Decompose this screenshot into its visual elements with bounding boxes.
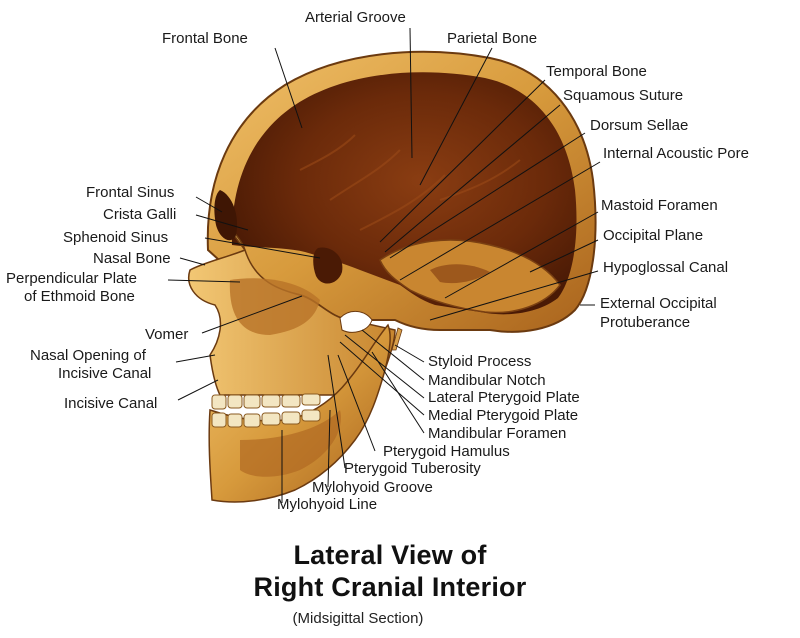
labels: Frontal Bone Arterial Groove Parietal Bo… — [6, 9, 749, 513]
label-hypoglossal-canal: Hypoglossal Canal — [603, 259, 728, 276]
label-nasal-opening-1: Nasal Opening of — [30, 347, 147, 364]
label-perpendicular-plate-1: Perpendicular Plate — [6, 270, 137, 287]
label-squamous-suture: Squamous Suture — [563, 87, 683, 104]
label-styloid-process: Styloid Process — [428, 353, 531, 370]
label-frontal-bone: Frontal Bone — [162, 30, 248, 47]
label-sphenoid-sinus: Sphenoid Sinus — [63, 229, 168, 246]
label-temporal-bone: Temporal Bone — [546, 63, 647, 80]
leader-lines — [167, 27, 601, 503]
label-mastoid-foramen: Mastoid Foramen — [601, 197, 718, 214]
label-mandibular-notch: Mandibular Notch — [428, 372, 546, 389]
label-parietal-bone: Parietal Bone — [447, 30, 537, 47]
vessel-grooves — [299, 134, 521, 231]
skull-illustration — [188, 50, 597, 503]
label-frontal-sinus: Frontal Sinus — [86, 184, 174, 201]
label-pterygoid-tuberosity: Pterygoid Tuberosity — [344, 460, 481, 477]
label-external-occipital-1: External Occipital — [600, 295, 717, 312]
label-dorsum-sellae: Dorsum Sellae — [590, 117, 688, 134]
label-arterial-groove: Arterial Groove — [305, 9, 406, 26]
label-occipital-plane: Occipital Plane — [603, 227, 703, 244]
label-internal-acoustic-pore: Internal Acoustic Pore — [603, 145, 749, 162]
label-mylohyoid-groove: Mylohyoid Groove — [312, 479, 433, 496]
label-nasal-bone: Nasal Bone — [93, 250, 171, 267]
label-pterygoid-hamulus: Pterygoid Hamulus — [383, 443, 510, 460]
label-vomer: Vomer — [145, 326, 188, 343]
label-external-occipital-2: Protuberance — [600, 314, 690, 331]
label-crista-galli: Crista Galli — [103, 206, 176, 223]
lower-teeth — [211, 409, 321, 428]
figure-subtitle: (Midsigittal Section) — [292, 610, 424, 627]
figure-title-line2: Right Cranial Interior — [253, 572, 527, 602]
figure-title-line1: Lateral View of — [293, 540, 487, 570]
label-medial-pterygoid-plate: Medial Pterygoid Plate — [428, 407, 578, 424]
label-mandibular-foramen: Mandibular Foramen — [428, 425, 566, 442]
upper-teeth — [211, 393, 321, 410]
label-incisive-canal: Incisive Canal — [64, 395, 157, 412]
label-perpendicular-plate-2: of Ethmoid Bone — [24, 288, 135, 305]
label-mylohyoid-line: Mylohyoid Line — [277, 496, 377, 513]
label-lateral-pterygoid-plate: Lateral Pterygoid Plate — [428, 389, 580, 406]
label-nasal-opening-2: Incisive Canal — [58, 365, 151, 382]
